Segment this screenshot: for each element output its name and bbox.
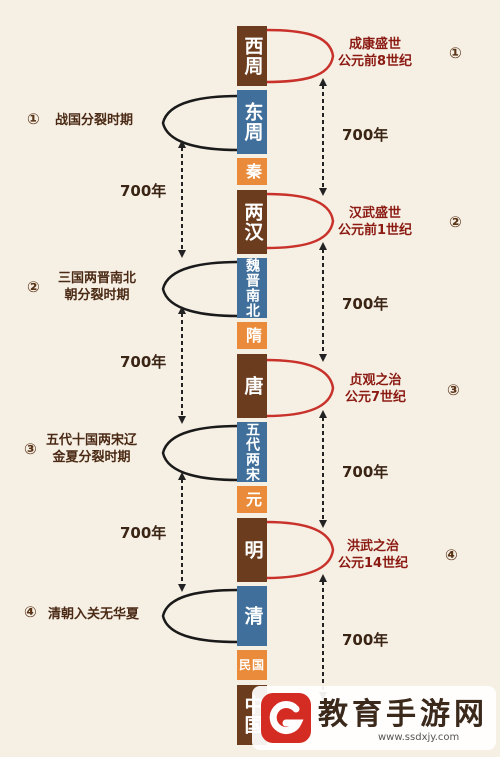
- era-label: 秦: [243, 163, 262, 180]
- era-segment-eastern-zhou: 东周: [237, 90, 267, 154]
- prosperity-label-3: 贞观之治 公元7世纪: [345, 372, 406, 406]
- era-label: 西周: [241, 36, 264, 76]
- prosperity-date: 公元前1世纪: [338, 223, 413, 238]
- division-label-2: 三国两晋南北 朝分裂时期: [58, 270, 136, 304]
- division-number: ④: [24, 603, 37, 621]
- prosperity-title: 汉武盛世: [349, 206, 402, 221]
- division-number: ②: [27, 278, 40, 296]
- interval-arrow-right-3-head-up: [319, 410, 327, 418]
- prosperity-arc-4: [265, 520, 335, 580]
- division-text: 朝分裂时期: [64, 288, 130, 303]
- division-text: 清朝入关无华夏: [48, 607, 140, 622]
- watermark-title: 教育手游网: [318, 697, 488, 732]
- division-number: ①: [27, 110, 40, 128]
- era-label: 两汉: [241, 202, 264, 242]
- division-text: 五代十国两宋辽: [46, 433, 138, 448]
- prosperity-arc-1: [265, 28, 335, 84]
- era-label: 元: [243, 491, 262, 508]
- division-arc-1: [161, 94, 239, 152]
- division-arc-4: [161, 588, 239, 644]
- prosperity-date: 公元14世纪: [338, 556, 409, 571]
- division-arc-3: [161, 424, 239, 482]
- interval-arrow-left-1-head-up: [178, 140, 186, 148]
- prosperity-label-4: 洪武之治 公元14世纪: [338, 538, 408, 572]
- era-segment-sui: 隋: [237, 322, 267, 349]
- era-segment-tang: 唐: [237, 354, 267, 418]
- prosperity-date: 公元前8世纪: [338, 54, 413, 69]
- era-label: 隋: [243, 327, 262, 344]
- era-segment-qin: 秦: [237, 158, 267, 185]
- division-arc-2: [161, 260, 239, 318]
- interval-label-left-2: 700年: [120, 353, 167, 371]
- division-number: ③: [24, 440, 37, 458]
- interval-arrow-left-2-head-up: [178, 306, 186, 314]
- g-logo-icon: [261, 693, 311, 743]
- prosperity-title: 洪武之治: [347, 539, 400, 554]
- interval-arrow-left-1-head-down: [178, 250, 186, 258]
- prosperity-arc-2: [265, 192, 335, 250]
- era-label: 清: [241, 606, 264, 626]
- interval-label-right-1: 700年: [342, 126, 389, 144]
- division-label-4: 清朝入关无华夏: [48, 606, 139, 623]
- interval-arrow-right-2-head-up: [319, 242, 327, 250]
- era-label: 五代两宋: [244, 422, 260, 482]
- prosperity-number: ②: [449, 213, 462, 231]
- division-label-1: 战国分裂时期: [55, 112, 133, 129]
- interval-arrow-right-3-head-down: [319, 520, 327, 528]
- era-segment-western-zhou: 西周: [237, 26, 267, 86]
- interval-arrow-right-1-head-down: [319, 188, 327, 196]
- interval-label-right-4: 700年: [342, 631, 389, 649]
- interval-arrow-left-3-head-down: [178, 584, 186, 592]
- prosperity-date: 公元7世纪: [345, 390, 407, 405]
- interval-arrow-left-2-head-down: [178, 416, 186, 424]
- era-segment-han: 两汉: [237, 190, 267, 254]
- era-segment-republic: 民国: [237, 650, 267, 680]
- era-label: 唐: [241, 376, 264, 396]
- interval-arrow-right-4-head-up: [319, 574, 327, 582]
- era-label: 东周: [241, 102, 264, 142]
- interval-arrow-right-2-head-down: [319, 354, 327, 362]
- prosperity-number: ④: [445, 546, 458, 564]
- division-text: 三国两晋南北: [58, 271, 137, 286]
- prosperity-title: 贞观之治: [349, 373, 402, 388]
- prosperity-label-2: 汉武盛世 公元前1世纪: [338, 205, 412, 239]
- division-text: 战国分裂时期: [55, 113, 134, 128]
- prosperity-title: 成康盛世: [349, 37, 402, 52]
- era-label: 明: [241, 540, 264, 560]
- prosperity-number: ①: [449, 44, 462, 62]
- interval-arrow-right-1-head-up: [319, 78, 327, 86]
- era-segment-wei-jin: 魏晋南北: [237, 258, 267, 318]
- interval-arrow-left-3-head-up: [178, 472, 186, 480]
- watermark-url: www.ssdxjy.com: [378, 732, 460, 743]
- interval-label-right-3: 700年: [342, 463, 389, 481]
- era-segment-ming: 明: [237, 518, 267, 582]
- era-label: 民国: [238, 658, 265, 672]
- division-text: 金夏分裂时期: [52, 450, 131, 465]
- era-segment-yuan: 元: [237, 486, 267, 513]
- prosperity-number: ③: [447, 381, 460, 399]
- era-label: 魏晋南北: [244, 258, 260, 318]
- era-segment-qing: 清: [237, 586, 267, 646]
- division-label-3: 五代十国两宋辽 金夏分裂时期: [46, 432, 137, 466]
- interval-label-left-3: 700年: [120, 524, 167, 542]
- era-segment-five-dynasties-song: 五代两宋: [237, 422, 267, 482]
- prosperity-arc-3: [265, 358, 335, 418]
- prosperity-label-1: 成康盛世 公元前8世纪: [338, 36, 412, 70]
- interval-label-left-1: 700年: [120, 182, 167, 200]
- interval-label-right-2: 700年: [342, 295, 389, 313]
- watermark-badge: 教育手游网 www.ssdxjy.com: [252, 686, 496, 750]
